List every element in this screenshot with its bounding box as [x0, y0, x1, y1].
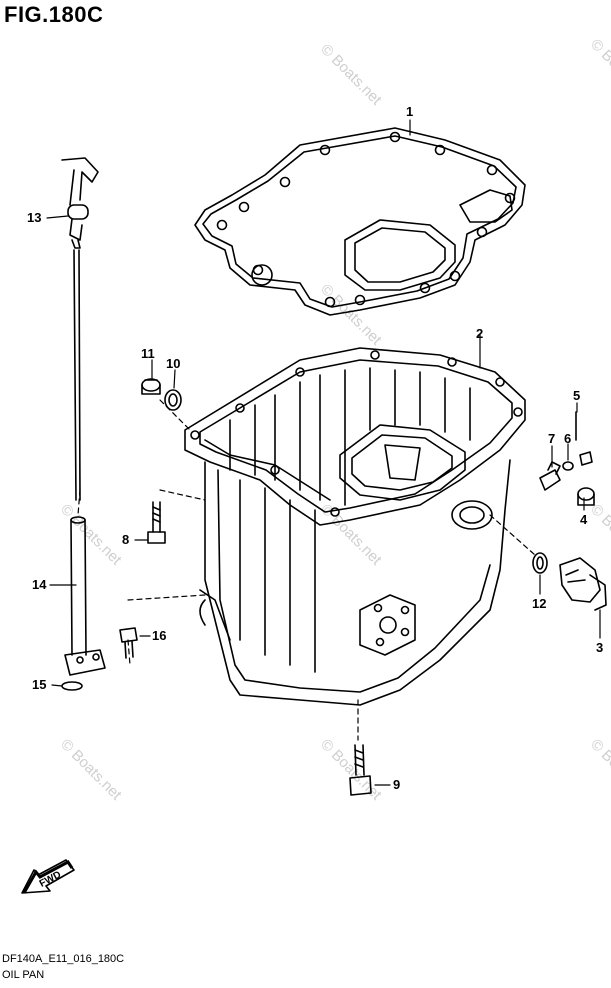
callout-9: 9 [393, 777, 401, 792]
guide-tube-part-14 [64, 516, 106, 676]
bolt-part-9 [349, 744, 372, 796]
leader-lines [77, 399, 536, 741]
callout-10: 10 [166, 356, 181, 371]
watermark-6: © Boats.net [587, 501, 611, 569]
watermark-9: © Boats.net [587, 736, 611, 804]
figure-code: DF140A_E11_016_180C [2, 953, 125, 965]
bolt-part-16 [119, 627, 138, 659]
figure-title: FIG.180C [4, 2, 104, 27]
washer-part-10 [164, 389, 182, 411]
callout-11: 11 [141, 346, 155, 361]
callout-4: 4 [580, 512, 588, 527]
fwd-direction-marker: FWD [21, 859, 75, 894]
seal-part-12 [532, 552, 548, 574]
dipstick-part-13 [61, 157, 99, 501]
callout-leaders [46, 119, 601, 786]
callout-2: 2 [476, 326, 484, 341]
callout-15: 15 [32, 677, 47, 692]
callout-1: 1 [406, 104, 414, 119]
bolt-part-8 [147, 501, 166, 544]
watermark-7: © Boats.net [57, 736, 125, 804]
callout-12: 12 [532, 596, 547, 611]
callout-14: 14 [32, 577, 47, 592]
watermark-2: © Boats.net [587, 36, 611, 104]
watermark-4: © Boats.net [57, 501, 125, 569]
sensor-part-5 [575, 411, 593, 466]
callout-3: 3 [596, 640, 604, 655]
watermarks: © Boats.net © Boats.net © Boats.net © Bo… [57, 36, 611, 804]
callout-6: 6 [564, 431, 572, 446]
fitting-part-7 [539, 461, 561, 491]
watermark-1: © Boats.net [317, 41, 385, 109]
cap-part-4 [577, 487, 595, 506]
washer-part-6 [562, 461, 574, 471]
valve-part-3 [559, 557, 607, 611]
callout-7: 7 [548, 431, 556, 446]
gasket-part-1 [194, 127, 526, 316]
callout-13: 13 [27, 210, 42, 225]
callout-8: 8 [122, 532, 130, 547]
plug-part-11 [141, 378, 161, 395]
o-ring-part-15 [61, 681, 83, 691]
oil-pan-part-2 [184, 347, 526, 706]
watermark-3: © Boats.net [317, 281, 385, 349]
figure-caption: OIL PAN [2, 969, 45, 981]
callout-5: 5 [573, 388, 581, 403]
callout-16: 16 [152, 628, 167, 643]
